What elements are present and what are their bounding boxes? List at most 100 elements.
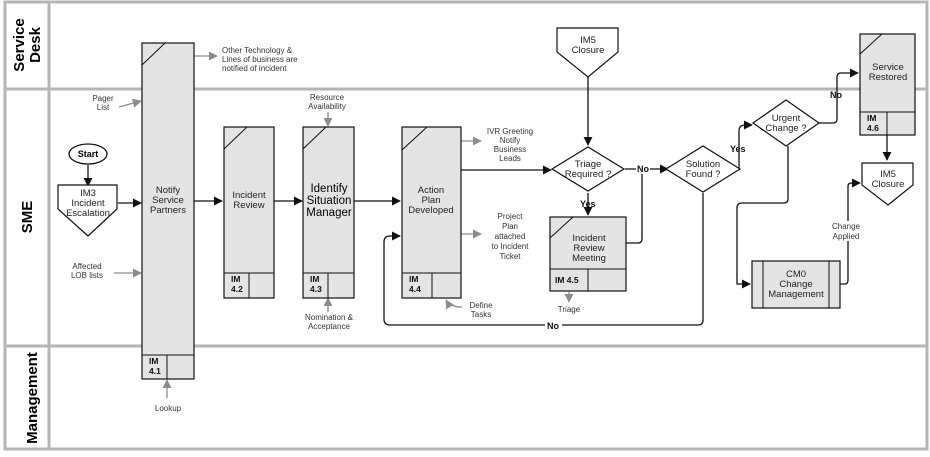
annotation-arrows [114, 51, 574, 398]
process-identify-situation-manager[interactable]: Identify Situation Manager IM 4.3 [302, 126, 355, 299]
annotation-line: Applied [833, 232, 860, 241]
process-code: IM [310, 274, 319, 284]
lane-label-sme: SME [19, 201, 36, 234]
decision-line: Urgent [772, 113, 801, 124]
corner-mark [401, 126, 428, 151]
process-incident-review-meeting[interactable]: Incident Review Meeting IM 4.5 [549, 216, 627, 292]
start-shape [68, 143, 108, 165]
offpage-line: IM3 [80, 188, 96, 199]
arrow-pager [118, 98, 142, 108]
decision-urgent-change[interactable]: Urgent Change ? [751, 99, 821, 147]
decision-diamond [550, 146, 626, 192]
annotation-line: Leads [499, 154, 521, 163]
lane-label-service-desk: Service Desk [11, 18, 44, 71]
subprocess-cm0-change-management[interactable]: CM0 Change Management [751, 260, 841, 309]
process-line: Manager [306, 207, 352, 219]
process-line: Partners [150, 205, 186, 216]
arrow-define [445, 299, 463, 310]
edge-solution-yes [738, 120, 753, 169]
edge-label-bg [636, 163, 650, 174]
process-line: Incident [232, 190, 266, 201]
offpage-im3[interactable]: IM3 Incident Escalation [57, 184, 118, 237]
decision-solution-found[interactable]: Solution Found ? [664, 145, 742, 193]
process-code: 4.4 [409, 284, 421, 294]
annotation-lookup: Lookup [155, 404, 182, 413]
annotation-line: Ticket [499, 252, 521, 261]
offpage-line: Incident [71, 198, 105, 209]
process-line: Meeting [572, 253, 606, 264]
process-line: Situation [307, 195, 352, 207]
offpage-shape [57, 184, 118, 237]
annotation-define-tasks: Define Tasks [469, 301, 493, 319]
start-terminator[interactable]: Start [68, 143, 108, 165]
annotation-resource-availability: Resource Availability [308, 93, 346, 111]
annotation-line: notified of incident [222, 64, 287, 73]
annotation-line: List [97, 103, 110, 112]
edge-labels: No Yes Yes No No [545, 90, 842, 331]
decision-line: Change ? [765, 123, 806, 134]
annotation-project-plan: Project Plan attached to Incident Ticket [492, 212, 530, 261]
process-code: IM 4.5 [555, 275, 579, 285]
offpage-im5-top[interactable]: IM5 Closure [556, 27, 619, 78]
annotation-affected-lob: Affected LOB lists [71, 262, 103, 280]
start-label: Start [78, 149, 99, 159]
lane-label-line: Management [24, 352, 41, 444]
annotation-other-tech: Other Technology & Lines of business are… [222, 46, 298, 73]
process-incident-review[interactable]: Incident Review IM 4.2 [223, 126, 275, 299]
annotation-line: Affected [72, 262, 101, 271]
decision-diamond [664, 145, 742, 193]
decision-diamond [751, 99, 821, 147]
annotation-line: Acceptance [308, 322, 350, 331]
process-line: Review [573, 243, 604, 254]
corner-mark [549, 216, 574, 239]
annotation-line: to Incident [492, 242, 530, 251]
process-line: Plan [421, 195, 440, 206]
process-line: Identify [310, 183, 347, 195]
process-service-restored[interactable]: Service Restored IM 4.6 [859, 33, 916, 136]
decision-triage-required[interactable]: Triage Required ? [550, 146, 626, 192]
annotation-line: attached [495, 232, 526, 241]
offpage-shape [556, 27, 619, 78]
process-line: Restored [869, 72, 908, 83]
lane-label-management: Management [24, 352, 41, 444]
annotation-line: Define [469, 301, 493, 310]
annotation-line: Project [498, 212, 524, 221]
offpage-line: IM5 [580, 35, 596, 46]
edge-label-triage-yes: Yes [580, 199, 596, 209]
process-notify-service-partners[interactable]: Notify Service Partners IM 4.1 [141, 42, 195, 380]
subprocess-line: Change [779, 279, 812, 290]
offpage-line: Closure [872, 179, 905, 190]
corner-mark [141, 42, 166, 66]
annotation-line: Tasks [471, 310, 491, 319]
process-code: 4.6 [867, 123, 879, 133]
offpage-im5-right[interactable]: IM5 Closure [861, 162, 914, 206]
edge-label-solution-yes: Yes [730, 144, 746, 154]
lane-label-line: Desk [27, 26, 44, 63]
process-code: 4.1 [149, 366, 161, 376]
process-line: Notify [156, 185, 181, 196]
process-box [141, 42, 195, 380]
decision-line: Solution [686, 159, 720, 170]
offpage-line: Escalation [66, 208, 110, 219]
annotation-line: Business [494, 145, 526, 154]
edge-label-urgent-no: No [830, 90, 842, 100]
offpage-line: IM5 [880, 169, 896, 180]
process-line: Developed [408, 205, 453, 216]
offpage-shape [861, 162, 914, 206]
annotation-line: Notify [500, 136, 520, 145]
edge-label-bg [545, 320, 562, 331]
process-action-plan-developed[interactable]: Action Plan Developed IM 4.4 [401, 126, 462, 299]
corner-mark [302, 126, 327, 150]
annotation-line: Other Technology & [222, 46, 293, 55]
annotation-bg [826, 221, 866, 241]
process-line: Action [418, 185, 444, 196]
annotation-ivr-greeting: IVR Greeting Notify Business Leads [487, 127, 533, 163]
annotation-line: Lines of business are [222, 55, 298, 64]
edge-urgent-no [818, 68, 859, 124]
edge-urgent-yes [736, 146, 789, 289]
decision-line: Found ? [686, 169, 721, 180]
corner-mark [223, 126, 248, 150]
process-line: Review [233, 200, 264, 211]
process-box [401, 126, 462, 299]
